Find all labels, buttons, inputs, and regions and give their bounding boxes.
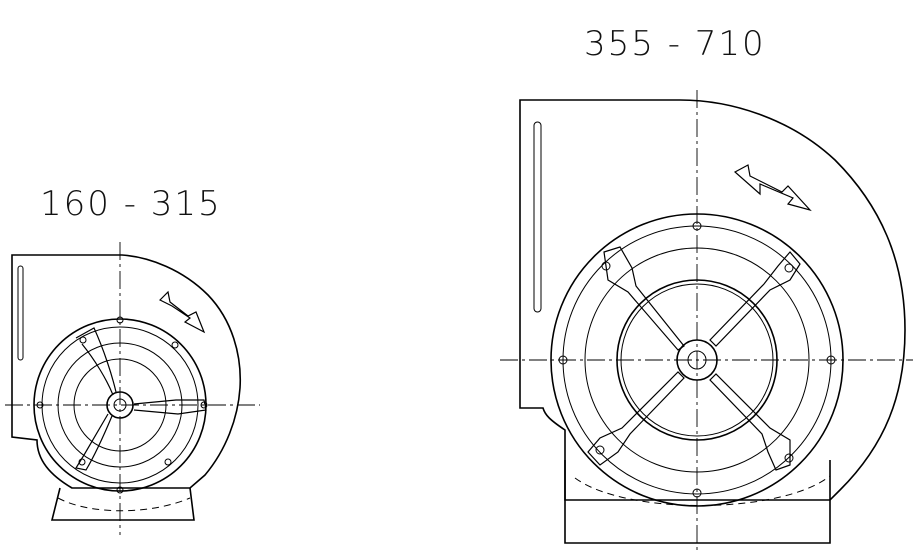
large-fan-slot [533,121,542,313]
large-fan-hole-se [784,453,794,463]
large-fan-base [564,460,831,544]
large-fan-housing [519,99,906,501]
small-fan-hole-top [79,336,87,344]
small-fan-housing [11,254,242,489]
large-fan-hole-ne [784,263,794,273]
large-fan-size-label: 355 - 710 [584,24,766,64]
small-fan-size-label: 160 - 315 [40,184,222,224]
small-fan-arm-top [75,327,117,396]
small-fan-diagram: 160 - 315 [5,184,260,535]
large-fan-hole-nw [601,261,611,271]
small-fan-hole-se [164,458,172,466]
small-fan-arm-right [133,399,207,415]
small-fan-base [50,487,195,521]
small-fan-hole-bottom [78,458,86,466]
small-fan-base-arc [57,497,191,512]
large-fan-hole-sw [595,445,605,455]
small-fan-rotation-arrow [158,290,206,334]
small-fan-slot [17,265,24,361]
small-fan-arm-bottom [75,413,113,471]
large-fan-rotation-arrow [733,164,812,212]
large-fan-diagram: 355 - 710 [500,24,913,550]
large-fan-arms [587,246,801,471]
small-fan-hole-ne [171,341,179,349]
